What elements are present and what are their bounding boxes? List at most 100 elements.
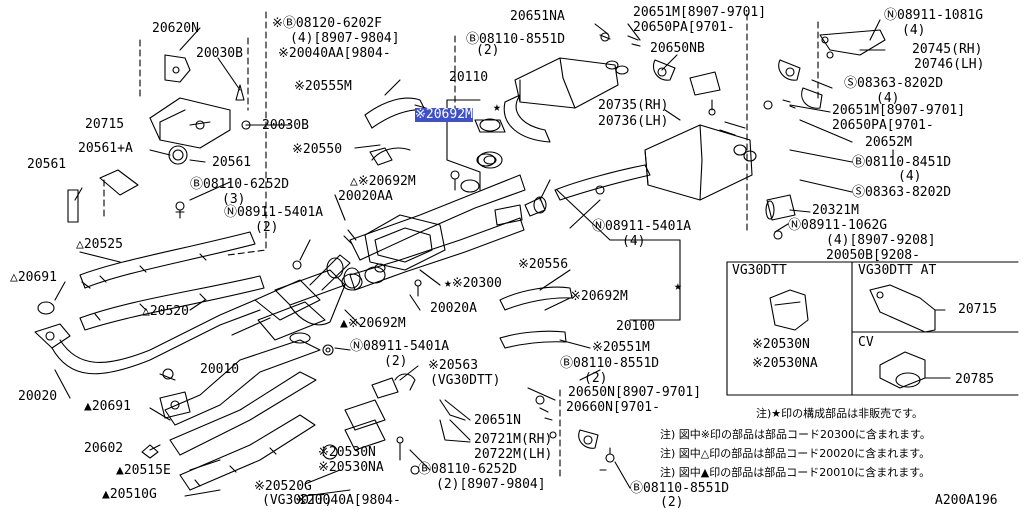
center-shields-art: [322, 97, 573, 475]
part-label-20520: △20520: [142, 304, 189, 319]
part-label-20030b-top: 20030B: [196, 46, 243, 61]
part-label-08911-5401a-l-q: (2): [255, 220, 279, 235]
footnote-1: 注)★印の構成部品は非販売です。: [756, 407, 924, 420]
part-label-08110-6252d-b: Ⓑ08110-6252D: [418, 462, 518, 477]
part-label-20020a: 20020A: [430, 301, 477, 316]
part-label-20050b: 20050B[9208-: [826, 248, 920, 263]
part-label-08120-6202f: ※Ⓑ08120-6202F: [272, 16, 382, 31]
part-label-08110-8551d-a-q: (2): [476, 43, 500, 58]
part-label-08110-8451d-q: (4): [898, 169, 922, 184]
part-label-20561-r: 20561: [212, 155, 252, 170]
part-label-08911-1081g-q: (4): [902, 23, 926, 38]
part-label-20652m: 20652M: [865, 135, 912, 150]
part-label-20530n: ※20530N: [318, 445, 376, 460]
variant-part-20785: 20785: [955, 372, 995, 387]
part-label-20745: 20745(RH): [912, 42, 983, 57]
part-label-08911-5401a-m: Ⓝ08911-5401A: [350, 339, 450, 354]
part-label-08363-8202d-a: Ⓢ08363-8202D: [844, 76, 944, 91]
part-label-20555m: ※20555M: [294, 79, 352, 94]
part-label-20746: 20746(LH): [914, 57, 985, 72]
footnote-2: 注) 図中※印の部品は部品コード20300に含まれます。: [660, 428, 931, 441]
part-label-20525: △20525: [76, 237, 123, 252]
part-label-20691-b: ▲20691: [84, 399, 131, 414]
part-label-08911-1081g: Ⓝ08911-1081G: [884, 8, 984, 23]
part-label-08110-8551d-a: Ⓑ08110-8551D: [466, 32, 566, 47]
part-label-20721m: 20721M(RH): [474, 432, 553, 447]
lower-muffler-art: [533, 121, 796, 240]
part-label-20040a: ※20040A[9804-: [296, 493, 401, 508]
variant-part-20530n: ※20530N: [752, 337, 810, 352]
part-label-20300: ★※20300: [444, 276, 502, 291]
part-label-20651n: 20651N: [474, 413, 521, 428]
part-label-20691-l: △20691: [10, 270, 57, 285]
part-label-08120-6202f-q: (4)[8907-9804]: [290, 31, 400, 46]
part-label-20020: 20020: [18, 389, 58, 404]
part-label-08110-8551d-c-q: (2): [660, 495, 684, 510]
part-label-20650nb: 20650NB: [650, 41, 705, 56]
part-label-08110-6252d-a-q: (3): [222, 192, 246, 207]
part-label-20651m-a: 20651M[8907-9701]: [633, 5, 767, 20]
variant-title-cv: CV: [858, 335, 874, 350]
part-label-08110-8451d: Ⓑ08110-8451D: [852, 155, 952, 170]
part-label-20040aa: ※20040AA[9804-: [278, 46, 391, 61]
part-label-20030b-mid: 20030B: [262, 118, 309, 133]
variant-part-20715: 20715: [958, 302, 998, 317]
part-label-20650pa-b: 20650PA[9701-: [832, 118, 934, 133]
front-pipe-art: [34, 254, 361, 375]
rear-muffler-art: [474, 29, 886, 169]
part-label-20602: 20602: [84, 441, 124, 456]
part-label-20563-v: (VG30DTT): [430, 373, 501, 388]
part-label-star-a: ★: [493, 100, 501, 115]
part-label-08110-6252d-a: Ⓑ08110-6252D: [190, 177, 290, 192]
part-label-20692m-c: ▲※20692M: [340, 316, 406, 331]
lower-hanger-art: [439, 395, 615, 463]
part-label-20561-l: 20561: [27, 157, 67, 172]
part-label-20692m-d: ※20692M: [570, 289, 628, 304]
part-label-20520g: ※20520G: [254, 479, 312, 494]
part-label-08110-8551d-c: Ⓑ08110-8551D: [630, 481, 730, 496]
footnote-3: 注) 図中△印の部品は部品コード20020に含まれます。: [660, 447, 931, 460]
part-label-08110-6252d-b-q: (2)[8907-9804]: [436, 477, 546, 492]
part-label-20563: ※20563: [428, 358, 479, 373]
part-label-20651m-b: 20651M[8907-9701]: [832, 103, 966, 118]
variant-box-art: [769, 284, 951, 389]
lower-pipe-art: [141, 339, 321, 491]
part-label-20515e: ▲20515E: [116, 463, 171, 478]
variant-boxes-frame: [726, 261, 1019, 396]
part-label-20510g: ▲20510G: [102, 487, 157, 502]
part-label-20100: 20100: [616, 319, 656, 334]
part-label-08911-1062g: Ⓝ08911-1062G: [788, 218, 888, 233]
part-label-08110-8551d-b: Ⓑ08110-8551D: [560, 356, 660, 371]
part-label-08911-5401a-r: Ⓝ08911-5401A: [592, 219, 692, 234]
part-label-08911-5401a-m-q: (2): [384, 354, 408, 369]
part-label-08110-8551d-b-q: (2): [584, 371, 608, 386]
part-label-20660n: 20660N[9701-: [566, 400, 660, 415]
footnote-4: 注) 図中▲印の部品は部品コード20010に含まれます。: [660, 466, 931, 479]
part-label-20550: ※20550: [292, 142, 343, 157]
part-label-20321m: 20321M: [812, 203, 859, 218]
diagram-id: A200A196: [935, 493, 998, 508]
part-label-20561a: 20561+A: [78, 141, 133, 156]
part-label-20110: 20110: [449, 70, 489, 85]
part-label-20735: 20735(RH): [598, 98, 669, 113]
heat-shield-art: [79, 231, 271, 336]
variant-title-vg30dtt-at: VG30DTT AT: [858, 263, 937, 278]
part-label-20722m: 20722M(LH): [474, 447, 553, 462]
part-label-20556: ※20556: [518, 257, 569, 272]
part-label-20692m-b: △※20692M: [350, 174, 416, 189]
variant-title-vg30dtt: VG30DTT: [732, 263, 787, 278]
part-label-20715-main: 20715: [85, 117, 125, 132]
part-label-08911-5401a-l: Ⓝ08911-5401A: [224, 205, 324, 220]
part-label-20736: 20736(LH): [598, 114, 669, 129]
part-label-20692m-hl: ※20692M: [415, 107, 473, 122]
variant-part-20530na: ※20530NA: [752, 356, 818, 371]
part-label-20551m: ※20551M: [592, 340, 650, 355]
part-label-20520g-v: (VG30DTT): [262, 493, 333, 508]
part-label-20651na: 20651NA: [510, 9, 565, 24]
leader-lines: [54, 19, 894, 497]
part-label-08911-5401a-r-q: (4): [622, 234, 646, 249]
part-label-20010: 20010: [200, 362, 240, 377]
part-label-20650n: 20650N[8907-9701]: [568, 385, 702, 400]
